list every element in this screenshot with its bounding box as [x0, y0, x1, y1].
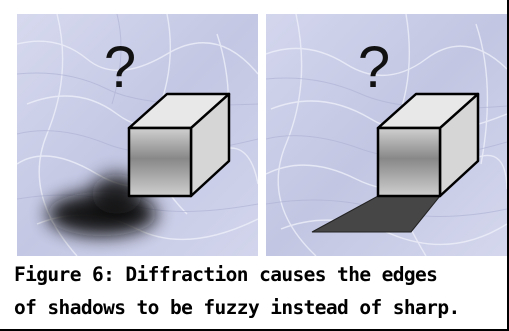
sharp-shadow-illustration: ?	[266, 14, 507, 256]
figure-caption: Figure 6: Diffraction causes the edges o…	[14, 258, 504, 324]
fuzzy-shadow-illustration: ?	[17, 14, 258, 256]
question-mark-icon: ?	[358, 35, 390, 100]
question-mark-icon: ?	[104, 35, 136, 100]
cube	[376, 92, 480, 198]
cube	[127, 92, 231, 198]
caption-line-1: Figure 6: Diffraction causes the edges	[14, 263, 438, 286]
sharp-shadow-panel: ?	[266, 14, 507, 256]
caption-line-2: of shadows to be fuzzy instead of sharp.	[14, 296, 460, 319]
fuzzy-shadow-panel: ?	[17, 14, 258, 256]
